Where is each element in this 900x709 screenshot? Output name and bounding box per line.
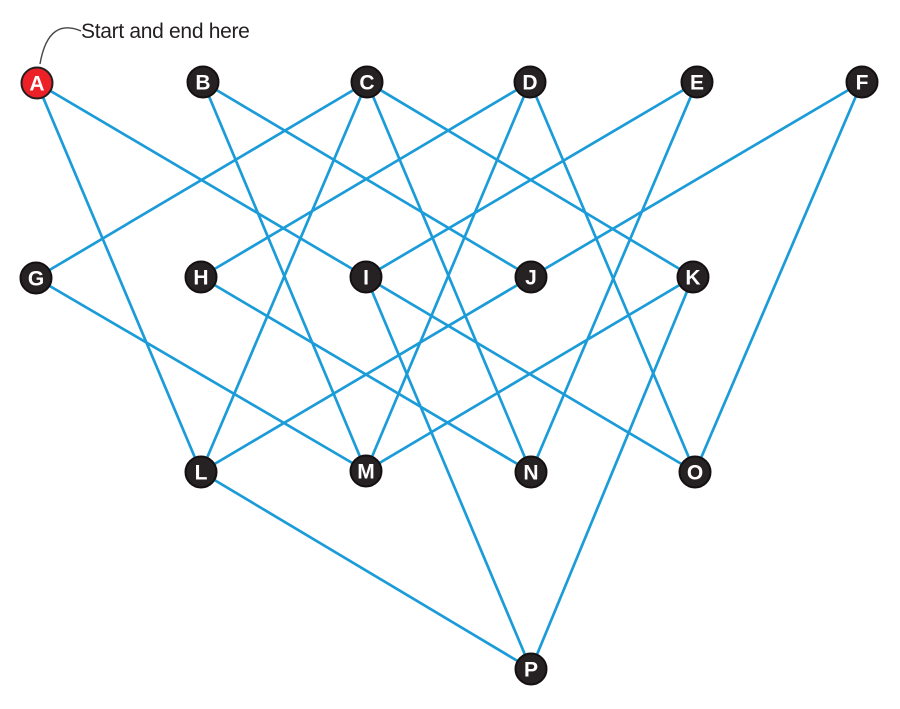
node-label-M: M xyxy=(357,461,375,484)
edge-G-M xyxy=(35,276,367,473)
start-node-circle xyxy=(20,66,54,100)
node-label-B: B xyxy=(195,72,210,95)
graph-node-L: L xyxy=(184,455,218,489)
edge-L-P xyxy=(200,470,532,671)
node-label-C: C xyxy=(359,72,374,95)
node-circle-C xyxy=(350,65,384,99)
edge-F-O xyxy=(693,81,864,473)
node-label-N: N xyxy=(523,462,538,485)
edge-A-L xyxy=(35,82,203,473)
node-label-H: H xyxy=(193,267,208,290)
graph-node-J: J xyxy=(514,260,548,294)
node-label-D: D xyxy=(522,72,537,95)
node-circle-I xyxy=(349,260,383,294)
node-circle-B xyxy=(186,65,220,99)
node-circle-J xyxy=(514,260,548,294)
node-label-E: E xyxy=(690,72,704,95)
graph-node-I: I xyxy=(349,260,383,294)
node-circle-N xyxy=(514,455,548,489)
graph-node-G: G xyxy=(19,261,53,295)
node-label-G: G xyxy=(28,268,44,291)
edges-layer xyxy=(35,80,864,671)
graph-node-C: C xyxy=(350,65,384,99)
graph-node-D: D xyxy=(513,65,547,99)
edge-K-P xyxy=(529,276,695,670)
graph-node-A: A xyxy=(20,66,54,100)
annotation-label: Start and end here xyxy=(81,20,250,43)
edge-D-H xyxy=(200,80,531,279)
edge-D-M xyxy=(364,81,532,472)
callout-line xyxy=(39,27,82,65)
node-circle-E xyxy=(680,65,714,99)
graph-node-N: N xyxy=(514,455,548,489)
edge-I-P xyxy=(364,276,533,670)
node-label-I: I xyxy=(363,267,369,290)
node-label-J: J xyxy=(525,267,537,290)
node-circle-H xyxy=(184,260,218,294)
graph-node-H: H xyxy=(184,260,218,294)
node-label-F: F xyxy=(856,72,869,95)
edge-C-G xyxy=(35,80,368,280)
node-label-P: P xyxy=(524,659,538,682)
node-label-O: O xyxy=(687,462,703,485)
graph-node-F: F xyxy=(845,65,879,99)
graph-node-K: K xyxy=(676,260,710,294)
graph-node-P: P xyxy=(514,652,548,686)
node-circle-F xyxy=(845,65,879,99)
node-circle-K xyxy=(676,260,710,294)
edge-E-N xyxy=(529,81,699,473)
node-circle-P xyxy=(514,652,548,686)
node-label-K: K xyxy=(685,267,700,290)
edge-C-L xyxy=(199,81,369,473)
edge-E-I xyxy=(365,80,698,279)
node-label-L: L xyxy=(195,462,208,485)
edge-K-M xyxy=(365,275,694,473)
edge-D-O xyxy=(528,81,697,473)
graph-node-B: B xyxy=(186,65,220,99)
edge-F-J xyxy=(530,80,863,279)
node-circle-L xyxy=(184,455,218,489)
nodes-layer: A B C D E F G H I J K L M N O P xyxy=(19,65,879,686)
node-circle-D xyxy=(513,65,547,99)
node-circle-G xyxy=(19,261,53,295)
node-label-A: A xyxy=(29,73,44,96)
edge-J-L xyxy=(200,275,532,474)
graph-node-E: E xyxy=(680,65,714,99)
node-circle-O xyxy=(678,455,712,489)
graph-node-M: M xyxy=(349,454,383,488)
node-circle-M xyxy=(349,454,383,488)
graph-node-O: O xyxy=(678,455,712,489)
